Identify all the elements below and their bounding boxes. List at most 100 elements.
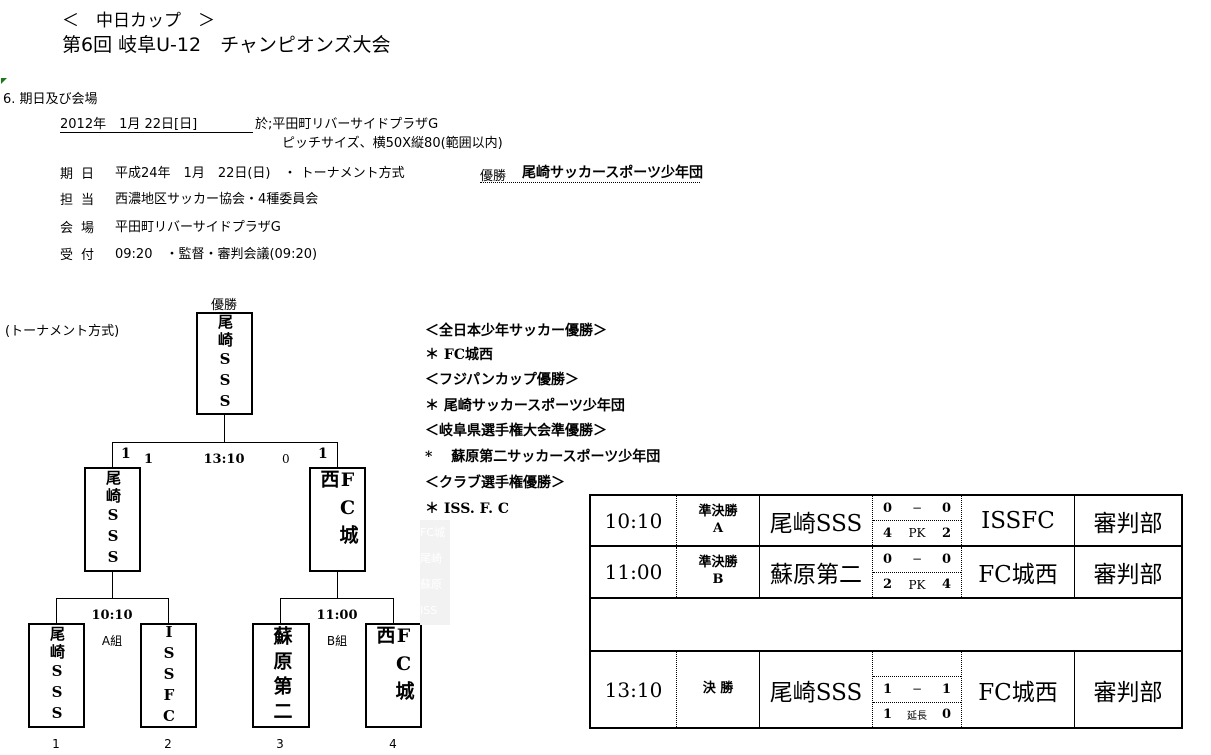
score-sep: − xyxy=(911,501,923,515)
final-time: 13:10 xyxy=(203,452,245,467)
blank-row xyxy=(590,598,1182,651)
semi-box-b: FC城西 xyxy=(309,467,366,572)
home-team: 尾崎SSS xyxy=(759,651,873,728)
final-right-ext: 0 xyxy=(282,452,290,466)
semi-a-time: 10:10 xyxy=(91,608,133,623)
stage-sub: A xyxy=(712,520,724,536)
champion-label: 優勝 xyxy=(210,298,238,313)
value-reception: 09:20 ・監督・審判会議(09:20) xyxy=(115,247,318,262)
bracket-line xyxy=(112,571,113,598)
label-date: 期日 xyxy=(60,167,103,182)
score: 0 xyxy=(941,500,951,516)
label-organizer: 担当 xyxy=(60,193,103,208)
semi-box-a: 尾崎SSS xyxy=(84,467,141,572)
semi-b-group: B組 xyxy=(326,634,348,648)
match-stage: 決 勝 xyxy=(676,651,760,728)
bracket-line xyxy=(337,571,338,598)
semi-a-group: A組 xyxy=(101,634,123,648)
stage-label: 準決勝 xyxy=(698,503,738,519)
away-team: FC城西 xyxy=(961,546,1075,598)
seed-number: 3 xyxy=(276,737,284,751)
score: 1 xyxy=(941,681,951,697)
label-venue: 会場 xyxy=(60,221,103,236)
stage-label: 決 勝 xyxy=(702,681,734,697)
faded-overlay: FC城 尾崎 蘇原 ISS xyxy=(420,520,450,625)
final-right-score: 1 xyxy=(318,446,328,462)
honor-heading: ＜岐阜県選手権大会準優勝＞ xyxy=(425,423,607,439)
match-time: 10:10 xyxy=(590,495,677,546)
faded-text: 尾崎 xyxy=(420,552,442,565)
final-left-ext: 1 xyxy=(144,452,154,467)
honor-team: ＊ 尾崎サッカースポーツ少年団 xyxy=(425,398,625,414)
match-time: 11:00 xyxy=(590,546,677,598)
away-team: ISSFC xyxy=(961,495,1075,546)
score-cell: 1 − 1 1 延長 0 xyxy=(872,651,962,728)
champion-box: 尾崎SSS xyxy=(196,312,253,415)
score: 0 xyxy=(883,551,893,567)
champion-name: 尾崎SSS xyxy=(216,314,234,413)
pk-score: 4 xyxy=(883,525,893,541)
honor-team: * 蘇原第二サッカースポーツ少年団 xyxy=(425,449,661,465)
referee: 審判部 xyxy=(1093,679,1163,706)
bracket-line xyxy=(280,598,394,599)
winner-value: 尾崎サッカースポーツ少年団 xyxy=(522,165,704,181)
extra-time-score: 1 xyxy=(883,707,893,723)
match-time: 13:10 xyxy=(590,651,677,728)
page-title: 第6回 岐阜U-12 チャンピオンズ大会 xyxy=(62,34,391,56)
seed-number: 2 xyxy=(164,737,172,751)
bracket-line xyxy=(393,598,394,624)
stage-sub: B xyxy=(712,572,724,587)
section-heading: 6. 期日及び会場 xyxy=(3,92,98,107)
team-box-4: FC城西 xyxy=(365,623,422,728)
faded-text: FC城 xyxy=(420,526,446,539)
honor-heading: ＜クラブ選手権優勝＞ xyxy=(425,475,565,491)
value-date: 平成24年 1月 22日(日) ・ トーナメント方式 xyxy=(115,166,405,181)
team-name: FC城西 xyxy=(373,625,415,706)
value-organizer: 西濃地区サッカー協会・4種委員会 xyxy=(115,192,319,207)
pk-score: 4 xyxy=(941,577,951,593)
date-line: 2012年 1月 22日[日] xyxy=(60,113,253,133)
semi-team-b: FC城西 xyxy=(317,469,359,550)
final-left-score: 1 xyxy=(121,446,131,462)
pk-score: 2 xyxy=(883,577,893,593)
home-team: 蘇原第二 xyxy=(759,546,873,598)
stage-label: 準決勝 xyxy=(698,555,738,571)
score: 0 xyxy=(941,551,951,567)
format-label: (トーナメント方式) xyxy=(5,324,120,339)
team-name: 尾崎SSS xyxy=(48,626,66,725)
value-venue: 平田町リバーサイドプラザG xyxy=(115,220,281,235)
honor-heading: ＜全日本少年サッカー優勝＞ xyxy=(425,323,607,339)
team-box-2: ISSFC xyxy=(140,623,197,728)
seed-number: 1 xyxy=(52,737,60,751)
label-reception: 受付 xyxy=(60,248,103,263)
honor-heading: ＜フジパンカップ優勝＞ xyxy=(425,372,579,388)
score: 0 xyxy=(883,500,893,516)
bracket-line xyxy=(280,598,281,624)
extra-time-label: 延長 xyxy=(907,711,927,723)
score-sep: − xyxy=(911,682,923,697)
faded-text: 蘇原 xyxy=(420,578,442,591)
team-name: 蘇原第二 xyxy=(270,625,293,726)
referee: 審判部 xyxy=(1093,562,1163,588)
cell-marker-icon xyxy=(1,78,7,84)
score: 1 xyxy=(883,681,893,697)
team-box-3: 蘇原第二 xyxy=(252,623,310,728)
home-team: 尾崎SSS xyxy=(759,495,873,546)
winner-label: 優勝 xyxy=(480,169,507,184)
team-name: ISSFC xyxy=(160,623,178,728)
winner-underline xyxy=(480,165,700,183)
pk-label: PK xyxy=(908,577,926,592)
bracket-line xyxy=(337,442,338,468)
bracket-line xyxy=(56,598,169,599)
bracket-line xyxy=(112,442,113,468)
extra-time-score: 0 xyxy=(941,707,951,723)
honor-team: ＊ FC城西 xyxy=(425,347,493,363)
